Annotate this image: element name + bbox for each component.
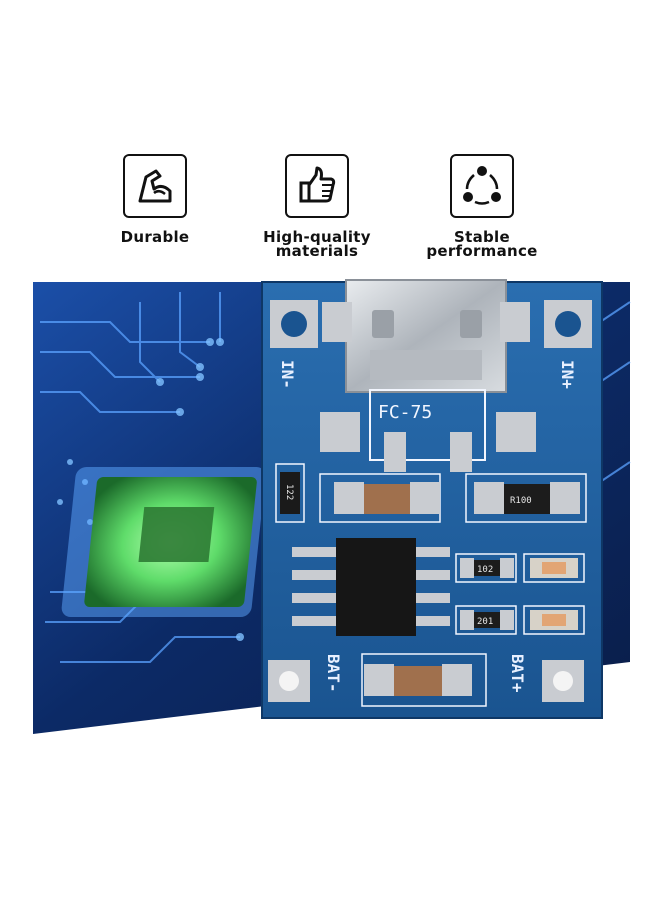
product-photo: IN- IN+ BAT- BAT+ FC-75 122 R100 bbox=[33, 279, 631, 734]
feature-durable-caption: Durable bbox=[75, 228, 235, 246]
pin-label-bat-minus: BAT- bbox=[324, 654, 343, 693]
feature-stable: Stable performance bbox=[402, 154, 562, 260]
pin-label-in-minus: IN- bbox=[278, 360, 297, 389]
resistor-201: 201 bbox=[455, 605, 517, 635]
micro-usb-connector bbox=[322, 279, 530, 393]
arm-strength-icon bbox=[123, 154, 187, 218]
status-led-bottom bbox=[523, 605, 585, 635]
capacitor-bottom bbox=[361, 653, 487, 707]
status-led-top bbox=[523, 553, 585, 583]
capacitor-top bbox=[319, 473, 441, 523]
pin-label-bat-plus: BAT+ bbox=[508, 654, 527, 693]
caption-line: High-quality bbox=[263, 228, 371, 246]
caption-line: Stable bbox=[454, 228, 510, 246]
glowing-chip bbox=[61, 467, 266, 617]
pin-label-in-plus: IN+ bbox=[558, 360, 577, 389]
resistor-r100: R100 bbox=[465, 473, 587, 523]
feature-quality: High-quality materials bbox=[237, 154, 397, 260]
feature-quality-caption: High-quality materials bbox=[237, 228, 397, 260]
feature-durable: Durable bbox=[75, 154, 235, 246]
caption-line: materials bbox=[275, 242, 359, 260]
cycle-arrows-icon bbox=[450, 154, 514, 218]
resistor-122-label: 122 bbox=[284, 484, 294, 500]
board-model-label: FC-75 bbox=[378, 402, 432, 423]
caption-line: Durable bbox=[120, 228, 190, 246]
thumbs-up-icon bbox=[285, 154, 349, 218]
resistor-r100-label: R100 bbox=[510, 496, 532, 506]
mounting-holes bbox=[268, 300, 592, 702]
feature-stable-caption: Stable performance bbox=[402, 228, 562, 260]
charger-ic bbox=[292, 538, 450, 636]
charger-board: IN- IN+ BAT- BAT+ FC-75 122 R100 bbox=[261, 279, 603, 719]
resistor-102: 102 bbox=[455, 553, 517, 583]
caption-line: performance bbox=[426, 242, 538, 260]
resistor-201-label: 201 bbox=[477, 617, 493, 627]
resistor-102-label: 102 bbox=[477, 565, 493, 575]
resistor-122: 122 bbox=[275, 463, 305, 523]
